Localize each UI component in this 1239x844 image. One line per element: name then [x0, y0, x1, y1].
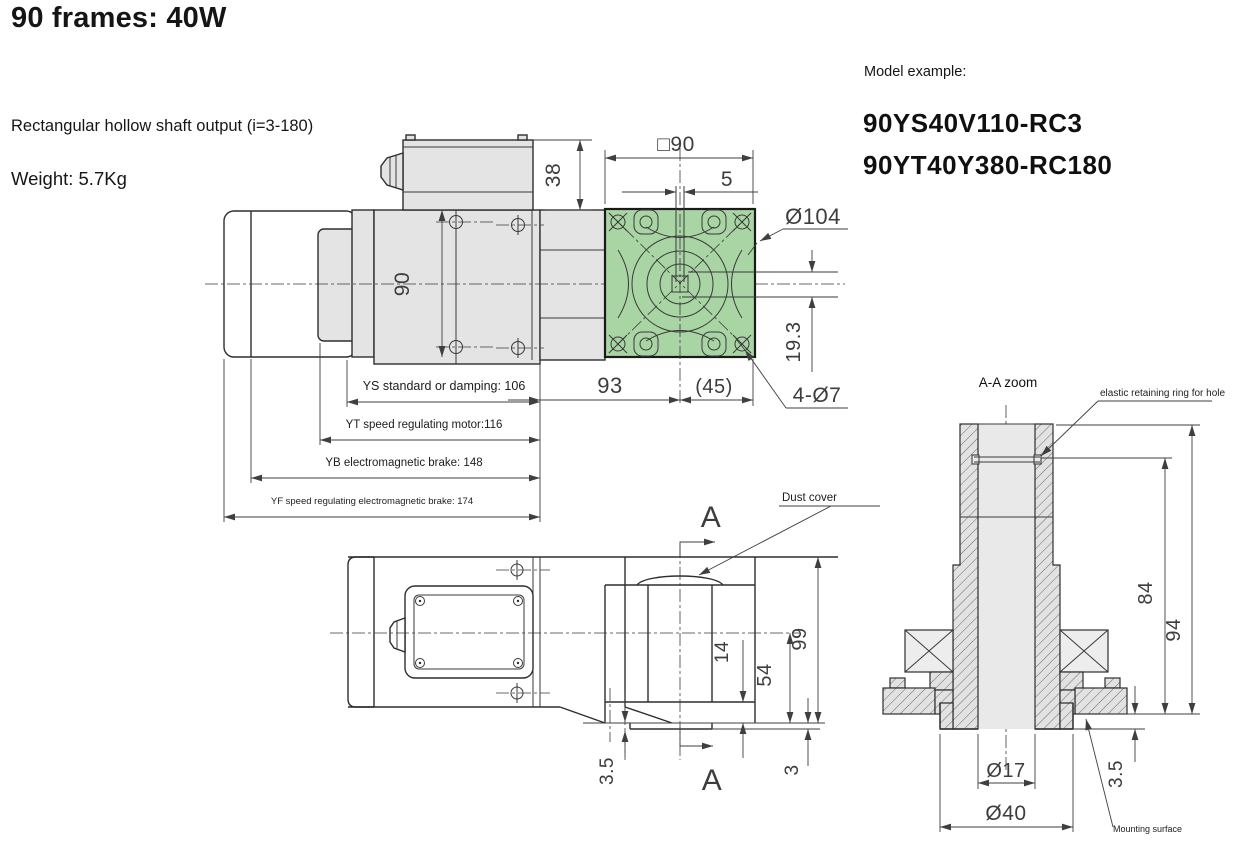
mounting-hole — [732, 212, 752, 232]
tab-hole — [701, 331, 727, 357]
section-title: A-A zoom — [979, 375, 1038, 390]
len-yf: YF speed regulating electromagnetic brak… — [271, 496, 473, 507]
model-number-2: 90YT40Y380-RC180 — [863, 150, 1113, 180]
len-yb: YB electromagnetic brake: 148 — [325, 457, 482, 469]
side-view-dimensions: 38 □90 5 Ø104 19.3 — [223, 133, 848, 522]
dim-54: 54 — [754, 663, 776, 686]
side-view: 38 □90 5 Ø104 19.3 — [205, 133, 848, 522]
dim-94: 94 — [1163, 618, 1185, 641]
mounting-hole — [608, 212, 628, 232]
tab-hole — [701, 209, 727, 235]
dim-45: (45) — [695, 376, 733, 398]
bolt-marks-top — [496, 560, 550, 703]
box-screw — [513, 596, 523, 606]
bearing-right — [1059, 629, 1109, 673]
boss-circle-mid — [646, 250, 714, 318]
box-screw — [513, 658, 523, 668]
dim-3-5-aa: 3.5 — [1106, 760, 1127, 788]
model-number-1: 90YS40V110-RC3 — [863, 108, 1083, 138]
dim-o17: Ø17 — [986, 760, 1025, 782]
collar — [351, 209, 375, 358]
dim-14: 14 — [712, 641, 733, 663]
dim-99: 99 — [789, 627, 811, 650]
gearbox-housing — [539, 209, 606, 361]
retaining-ring-label: elastic retaining ring for hole — [1100, 388, 1226, 399]
bottom-view: 3.5 14 54 99 3 A A — [330, 492, 880, 797]
boss-circle-outer — [631, 235, 729, 333]
dim-3: 3 — [782, 764, 803, 775]
dim-5: 5 — [721, 168, 733, 191]
dim-o40: Ø40 — [985, 802, 1026, 825]
terminal-box — [380, 134, 534, 211]
model-example-heading: Model example: — [864, 64, 967, 80]
box-screw — [415, 658, 425, 668]
dim-84: 84 — [1135, 581, 1157, 604]
cable-connector — [380, 152, 404, 191]
hollow-shaft-square — [671, 275, 689, 293]
dim-3-5: 3.5 — [597, 757, 618, 785]
dim-19-3: 19.3 — [783, 322, 805, 363]
spacer-left — [929, 671, 954, 691]
motor-body — [223, 209, 606, 365]
len-ys: YS standard or damping: 106 — [363, 379, 526, 393]
output-flange-face — [603, 148, 838, 405]
weight-label: Weight: 5.7Kg — [11, 168, 127, 189]
section-letter-bottom: A — [702, 764, 723, 797]
motor-outline — [347, 556, 838, 724]
dim-o104: Ø104 — [785, 204, 841, 229]
bolt-marks — [436, 212, 544, 358]
page-title: 90 frames: 40W — [11, 2, 227, 34]
section-aa-view: A-A zoom — [882, 375, 1226, 834]
section-letter-top: A — [701, 501, 722, 534]
dim-38: 38 — [542, 163, 565, 187]
mounting-hole — [608, 334, 628, 354]
mounting-surface-label: Mounting surface — [1113, 824, 1182, 834]
boss-circle-inner — [659, 263, 701, 305]
dim-square90: □90 — [657, 133, 695, 156]
tab-hole — [633, 209, 659, 235]
sleeve-wall-right — [1034, 423, 1061, 730]
spacer-right — [1059, 671, 1084, 691]
section-dimensions: elastic retaining ring for hole 84 94 3.… — [939, 388, 1226, 834]
len-yt: YT speed regulating motor:116 — [346, 419, 503, 431]
dim-4o7: 4-Ø7 — [793, 384, 842, 407]
flange-edge-view — [604, 557, 756, 730]
dust-cover-label: Dust cover — [782, 492, 837, 504]
terminal-box-top — [389, 585, 534, 679]
dim-93: 93 — [597, 373, 622, 398]
dim-90: 90 — [391, 272, 414, 296]
bearing-left — [904, 629, 954, 673]
box-screw — [415, 596, 425, 606]
output-type-label: Rectangular hollow shaft output (i=3-180… — [11, 117, 314, 135]
retaining-ring-groove — [971, 454, 1042, 465]
sleeve-wall-left — [952, 423, 979, 730]
bottom-view-dimensions: 3.5 14 54 99 3 A A — [583, 492, 880, 797]
shaft-bore — [978, 424, 1035, 729]
tab-hole — [633, 331, 659, 357]
